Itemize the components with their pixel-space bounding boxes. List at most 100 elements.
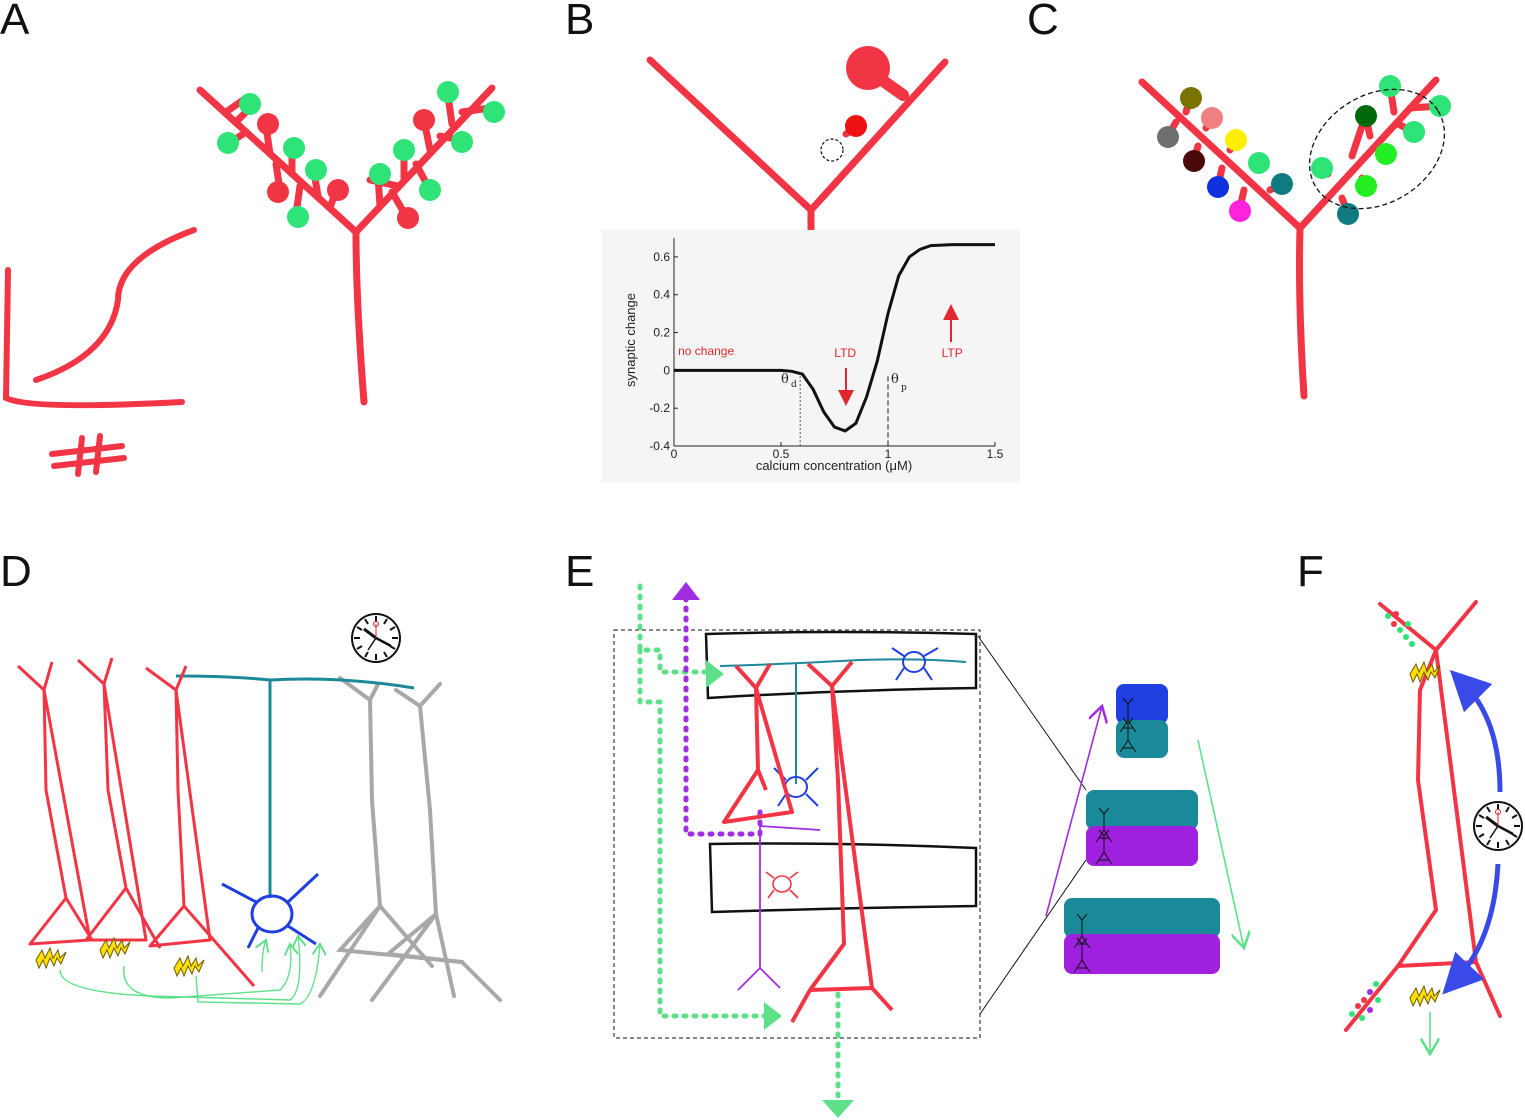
x-tick-label: 0.5 [773, 447, 790, 461]
y-axis-label: synaptic change [623, 293, 638, 387]
spine [1183, 150, 1205, 172]
panel-a: A [0, 0, 505, 477]
pyramidal-neuron-f [1344, 600, 1502, 1032]
teal-axon-e [719, 658, 967, 784]
green-arrowhead [764, 1002, 782, 1030]
large-spine-b [846, 46, 890, 90]
input-dots-bottom [1349, 981, 1381, 1021]
clock-icon [350, 612, 402, 664]
panel-c: C [1027, 0, 1451, 400]
panel-letter-b: B [565, 0, 594, 44]
hash-icon [49, 433, 127, 477]
spine [1180, 87, 1202, 109]
spine [1355, 175, 1377, 197]
pyramidal-neurons-e [722, 660, 894, 1023]
panel-letter-f: F [1297, 547, 1324, 596]
zoom-line [977, 635, 1087, 791]
panel-d: D [0, 547, 502, 1005]
zoom-line [979, 859, 1087, 1015]
y-tick-label: 0.2 [653, 326, 670, 340]
panel-letter-c: C [1027, 0, 1059, 44]
panel-letter-a: A [0, 0, 30, 44]
chart-background [601, 230, 1020, 482]
spine [1207, 176, 1229, 198]
annotation-ltd: LTD [834, 346, 856, 360]
layer-lower [708, 842, 978, 914]
dendrite-tree-b [646, 56, 949, 236]
purple-dotted-path [683, 595, 763, 837]
blue-up-arrow [1449, 669, 1503, 793]
spine [1375, 143, 1397, 165]
interneuron-d [221, 872, 320, 949]
x-axis-label: calcium concentration (μM) [756, 458, 912, 473]
panel-letter-d: D [0, 547, 32, 596]
lightning-icon [35, 947, 67, 969]
panel-letter-e: E [565, 547, 594, 596]
spines-c [1157, 75, 1451, 225]
svg-text:d: d [791, 380, 797, 390]
interneuron-e-blue [773, 647, 939, 807]
small-spine-b [845, 115, 867, 137]
layer-upper [704, 630, 978, 700]
y-tick-label: 0.4 [653, 288, 670, 302]
spine [1429, 95, 1451, 117]
spine [1225, 129, 1247, 151]
absent-spine-b [820, 138, 844, 162]
svg-text:θ: θ [891, 372, 899, 387]
y-tick-label: 0.6 [653, 250, 670, 264]
layer-stacks [1064, 684, 1220, 974]
spine [1403, 121, 1425, 143]
gray-neurons [318, 676, 502, 1002]
spines-a [217, 81, 505, 229]
x-tick-label: 1.5 [987, 447, 1004, 461]
zoom-frame [613, 629, 981, 1039]
dendrite-tree-c [1138, 76, 1444, 400]
spine [1337, 203, 1359, 225]
clock-icon [1472, 800, 1524, 852]
spine [1311, 157, 1333, 179]
teal-axon [175, 674, 415, 898]
green-down-arrow [1197, 739, 1244, 948]
purple-arrowhead [672, 582, 700, 600]
pyramidal-neurons-d [16, 657, 256, 987]
spine [1248, 152, 1270, 174]
y-tick-label: -0.4 [649, 439, 670, 453]
spine [1355, 105, 1377, 127]
interneuron-e-red [765, 871, 799, 899]
threshold-lines [799, 376, 889, 446]
spine [1271, 173, 1293, 195]
green-dotted-path [637, 583, 769, 1019]
sigmoid-sketch [33, 227, 197, 383]
svg-text:θ: θ [781, 372, 789, 387]
theta-d-label: θ d [781, 372, 797, 390]
lightning-icon [1409, 985, 1441, 1007]
spine [1157, 126, 1179, 148]
lightning-icon [173, 955, 205, 977]
y-tick-label: -0.2 [649, 401, 670, 415]
axis-sketch [2, 267, 185, 409]
bcm-curve [674, 243, 995, 433]
spine [1379, 75, 1401, 97]
purple-up-arrow [1045, 706, 1102, 917]
dendrite-tree-a [196, 84, 496, 406]
blue-down-arrow [1442, 863, 1501, 995]
x-tick-label: 1 [885, 447, 892, 461]
purple-neuron-e [737, 825, 821, 991]
input-dots-top [1385, 611, 1415, 647]
spine [1201, 107, 1223, 129]
green-arrowhead [706, 660, 724, 688]
svg-text:p: p [901, 383, 907, 393]
output-arrowhead [822, 1100, 854, 1118]
annotation-ltp: LTP [942, 346, 963, 360]
panel-e: E [565, 547, 1244, 1118]
feedback-arrows-d [59, 936, 320, 1005]
panel-f: F [1297, 547, 1524, 1054]
theta-p-label: θ p [891, 372, 907, 393]
x-tick-label: 0 [671, 447, 678, 461]
annotation-no-change: no change [678, 344, 734, 358]
spine [1229, 200, 1251, 222]
